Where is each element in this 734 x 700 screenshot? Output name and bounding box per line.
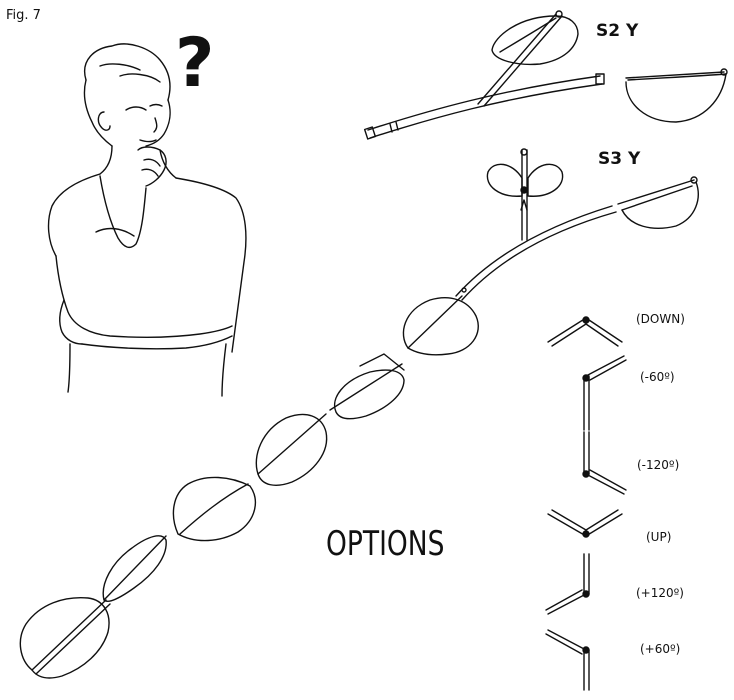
model-label-s2y: S2 Y: [596, 21, 639, 41]
options-title: OPTIONS: [326, 524, 445, 564]
option-label-plus-120: (+120º): [636, 586, 684, 600]
shade-chain: [19, 295, 479, 679]
s3y-lamp-assembly: [455, 148, 699, 301]
s2y-lamp-assembly: [363, 10, 728, 140]
thinking-person-illustration: [47, 43, 247, 397]
option-label-minus-120: (-120º): [637, 458, 680, 472]
option-label-down: (DOWN): [636, 312, 685, 326]
figure-label: Fig. 7: [6, 8, 41, 23]
angle-options-symbols: [545, 316, 627, 691]
option-label-up: (UP): [646, 530, 672, 544]
model-label-s3y: S3 Y: [598, 149, 641, 169]
option-label-minus-60: (-60º): [640, 370, 675, 384]
option-label-plus-60: (+60º): [640, 642, 681, 656]
question-mark: ?: [175, 24, 215, 103]
